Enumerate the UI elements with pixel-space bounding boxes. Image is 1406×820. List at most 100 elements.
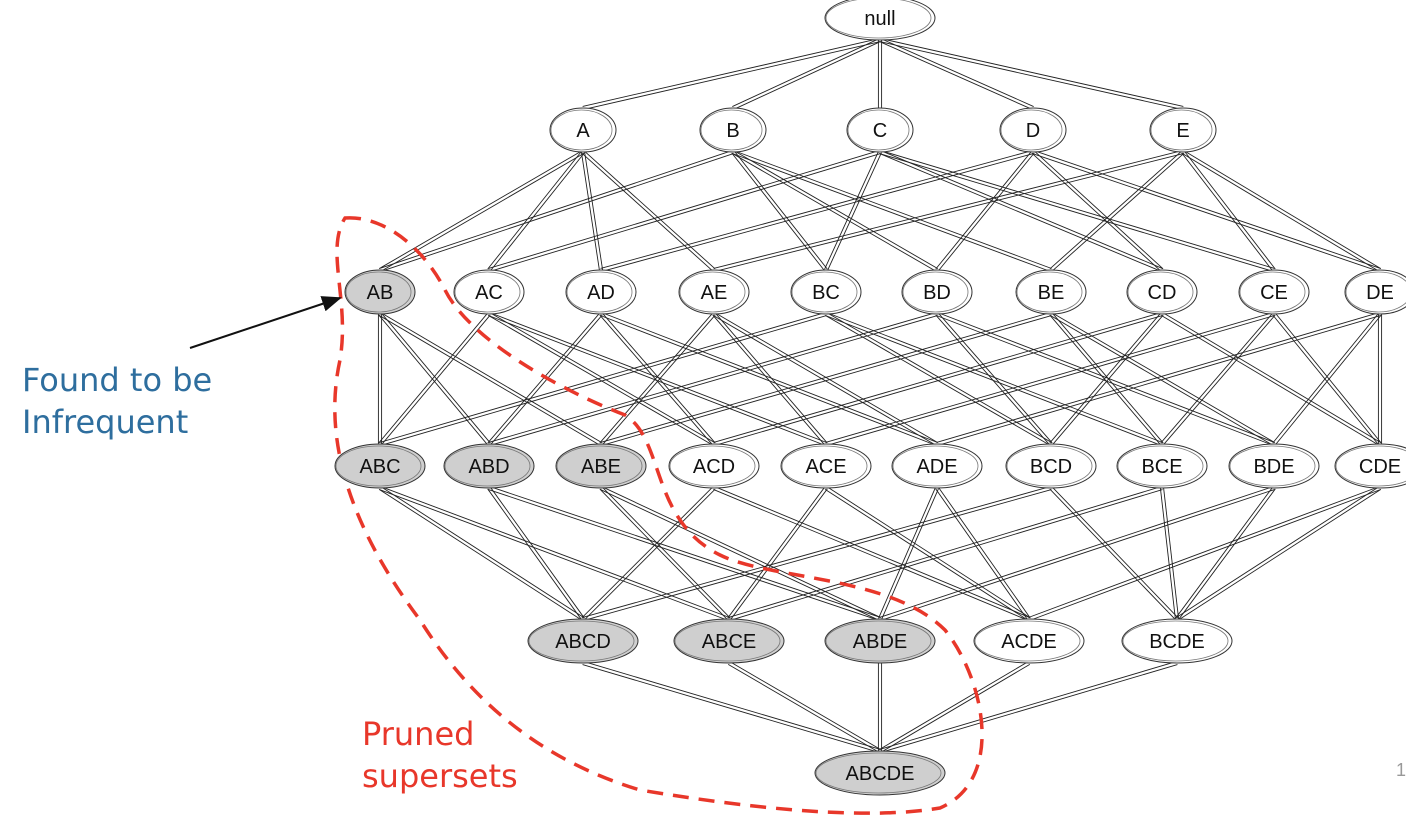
edge-ACDE-ABCDE	[880, 663, 1031, 753]
edge-BDE-BCDE	[1177, 488, 1276, 621]
node-ellipse-inner	[1000, 109, 1063, 151]
node-ellipse	[1121, 618, 1233, 664]
edge-BCE-BCDE	[1163, 487, 1180, 619]
node-ellipse-inner	[556, 445, 643, 487]
node-ellipse	[565, 269, 637, 315]
node-label: ACD	[693, 456, 735, 478]
infrequent-caption-line1: Found to be	[22, 361, 213, 399]
edge-BD-BCD	[935, 314, 1051, 446]
edge-null-B	[733, 41, 881, 110]
edge-AE-ACE	[714, 312, 828, 444]
node-label: B	[726, 120, 739, 142]
node-label: BDE	[1253, 456, 1294, 478]
edge-A-AE	[583, 150, 716, 270]
edge-CE-ACE	[826, 315, 1275, 446]
node-ellipse	[814, 750, 946, 796]
node-label: ABC	[359, 456, 400, 478]
edge-E-AE	[714, 153, 1184, 272]
edge-D-CD	[1033, 150, 1164, 270]
edge-null-E	[879, 41, 1183, 111]
infrequent-caption: Found to be Infrequent	[22, 360, 212, 443]
edge-BCE-BCDE	[1159, 488, 1176, 620]
edge-ABC-ABCD	[378, 488, 583, 621]
edge-CE-ACE	[825, 312, 1274, 443]
edge-BDE-BCDE	[1175, 486, 1274, 619]
edge-BCE-ABCE	[728, 486, 1162, 618]
node-abcde: ABCDE	[814, 750, 946, 796]
edge-BCDE-ABCDE	[880, 664, 1178, 753]
node-ellipse-inner	[815, 752, 942, 794]
edge-BD-BDE	[936, 315, 1274, 446]
edge-DE-BDE	[1274, 314, 1382, 446]
node-ellipse-inner	[674, 620, 781, 662]
node-label: ABCD	[555, 631, 611, 653]
edge-B-BC	[731, 152, 826, 272]
edge-CD-CDE	[1162, 312, 1382, 444]
node-abcd: ABCD	[527, 618, 639, 664]
node-ce: CE	[1238, 269, 1310, 315]
node-ellipse-inner	[550, 109, 613, 151]
edge-BDE-ABDE	[879, 486, 1274, 618]
node-ellipse-inner	[700, 109, 763, 151]
node-ellipse	[344, 269, 416, 315]
edge-BD-ABD	[488, 312, 937, 443]
node-ac: AC	[453, 269, 525, 315]
node-ellipse	[453, 269, 525, 315]
node-ellipse	[1344, 269, 1406, 315]
node-ellipse	[668, 443, 760, 489]
edge-BC-ABC	[379, 312, 826, 443]
node-label: null	[864, 8, 895, 30]
edge-ABD-ABDE	[488, 489, 880, 621]
node-cde: CDE	[1334, 443, 1406, 489]
edge-AB-ABE	[378, 314, 601, 446]
edge-BCD-ABCD	[582, 486, 1051, 618]
edge-AD-ACD	[599, 314, 714, 446]
edge-BCD-BCDE	[1049, 488, 1177, 621]
node-ellipse-inner	[1127, 271, 1194, 313]
slide-number: 1	[1395, 760, 1406, 780]
edge-BD-ABD	[489, 315, 938, 446]
edge-CDE-BCDE	[1175, 486, 1380, 619]
node-ad: AD	[565, 269, 637, 315]
node-acde: ACDE	[973, 618, 1085, 664]
edge-A-AE	[581, 152, 714, 272]
node-ellipse	[527, 618, 639, 664]
node-ellipse	[1005, 443, 1097, 489]
edge-ABC-ABCD	[380, 486, 585, 619]
node-label: C	[873, 120, 887, 142]
edge-CE-BCE	[1162, 314, 1276, 446]
node-ellipse	[555, 443, 647, 489]
edge-D-BD	[937, 152, 1035, 272]
edge-A-AC	[489, 152, 585, 272]
node-label: ADE	[916, 456, 957, 478]
node-ellipse	[780, 443, 872, 489]
edge-C-CE	[879, 153, 1274, 272]
edge-null-A	[583, 41, 881, 110]
edge-C-CD	[879, 153, 1162, 272]
edge-B-BC	[733, 150, 828, 270]
edge-ABCE-ABCDE	[727, 663, 880, 753]
edge-ACDE-ABCDE	[878, 661, 1029, 751]
node-abd: ABD	[443, 443, 535, 489]
node-ellipse	[549, 107, 617, 153]
edge-ABE-ABDE	[601, 486, 881, 618]
node-ellipse-inner	[1239, 271, 1306, 313]
node-label: BD	[923, 282, 951, 304]
edge-ADE-ACDE	[937, 486, 1031, 619]
edge-ABCD-ABCDE	[583, 661, 881, 750]
lattice-edges	[377, 37, 1383, 753]
edge-DE-ADE	[936, 312, 1380, 443]
node-abce: ABCE	[673, 618, 785, 664]
node-label: CE	[1260, 282, 1288, 304]
node-bc: BC	[790, 269, 862, 315]
edge-E-CE	[1181, 152, 1274, 272]
edge-ABC-ABCE	[379, 489, 729, 621]
node-ellipse-inner	[1122, 620, 1229, 662]
edge-A-AD	[584, 151, 604, 270]
edge-null-E	[880, 37, 1184, 107]
edge-AC-ABC	[378, 312, 489, 444]
node-acd: ACD	[668, 443, 760, 489]
edge-A-AB	[380, 152, 585, 272]
